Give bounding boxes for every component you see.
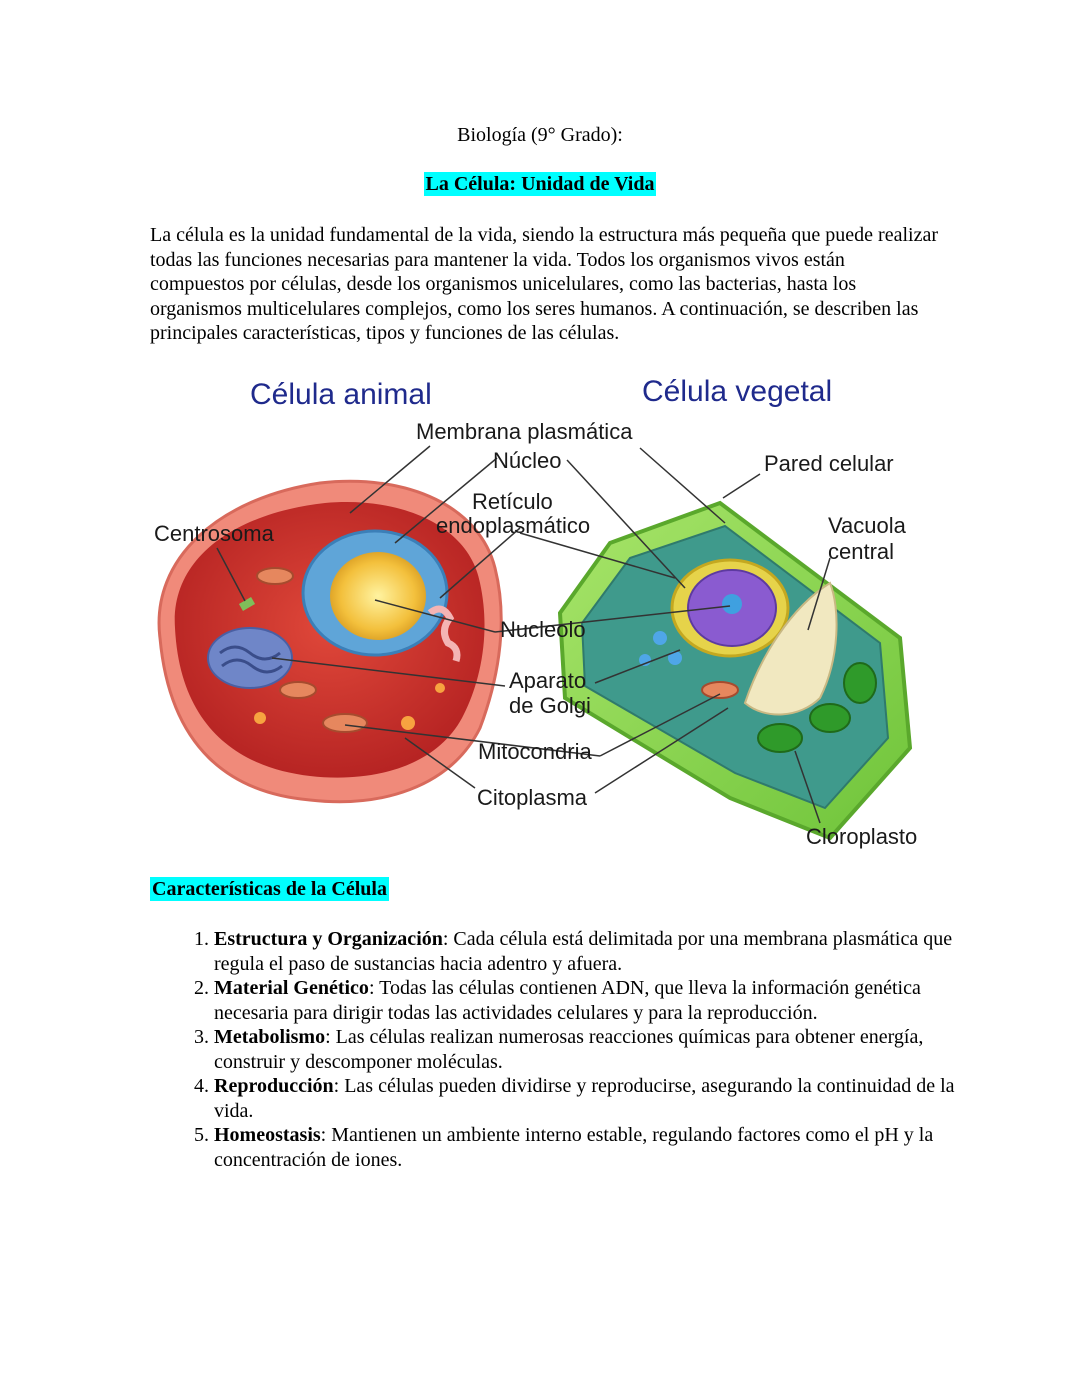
list-item: Estructura y Organización: Cada célula e… (214, 927, 984, 976)
plant-cell-title: Célula vegetal (642, 375, 832, 408)
document-subject: Biología (9° Grado): (457, 124, 623, 146)
animal-cell-illustration (157, 479, 503, 804)
document-title: La Célula: Unidad de Vida (423, 172, 657, 196)
section-heading: Características de la Célula (150, 877, 389, 901)
feature-text: : Mantienen un ambiente interno estable,… (214, 1124, 934, 1171)
label-pointers (216, 445, 831, 824)
document-title-wrapper: La Célula: Unidad de Vida (0, 172, 1080, 196)
feature-text: : Las células pueden dividirse y reprodu… (214, 1075, 955, 1122)
label-pared-celular: Pared celular (764, 451, 894, 476)
feature-term: Metabolismo (214, 1026, 326, 1048)
label-reticulo-2: endoplasmático (436, 513, 590, 538)
feature-text: : Todas las células contienen ADN, que l… (214, 977, 921, 1024)
feature-term: Reproducción (214, 1075, 334, 1097)
label-vacuola-2: central (828, 539, 894, 564)
intro-paragraph: La célula es la unidad fundamental de la… (150, 224, 938, 344)
label-membrana: Membrana plasmática (416, 419, 633, 444)
list-item: Reproducción: Las células pueden dividir… (214, 1074, 984, 1123)
animal-cell-title: Célula animal (250, 378, 432, 411)
label-centrosoma: Centrosoma (154, 521, 275, 546)
feature-term: Estructura y Organización (214, 928, 443, 950)
features-list: Estructura y Organización: Cada célula e… (170, 927, 984, 1172)
label-citoplasma: Citoplasma (477, 785, 588, 810)
feature-text: : Las células realizan numerosas reaccio… (214, 1026, 924, 1073)
list-item: Material Genético: Todas las células con… (214, 976, 984, 1025)
feature-text: : Cada célula está delimitada por una me… (214, 928, 953, 975)
label-nucleolo: Nucleolo (500, 617, 586, 642)
label-vacuola-1: Vacuola (828, 513, 907, 538)
cell-diagram-svg: Célula animal Célula vegetal Membrana pl… (154, 375, 917, 849)
label-nucleo: Núcleo (493, 448, 561, 473)
plant-cell-illustration (557, 500, 913, 841)
label-aparato-1: Aparato (509, 668, 586, 693)
feature-term: Homeostasis (214, 1124, 321, 1146)
label-cloroplasto: Cloroplasto (806, 824, 917, 849)
label-aparato-2: de Golgi (509, 693, 591, 718)
label-mitocondria: Mitocondria (478, 739, 592, 764)
cell-diagram: Célula animal Célula vegetal Membrana pl… (140, 368, 940, 858)
feature-term: Material Genético (214, 977, 369, 999)
label-reticulo-1: Retículo (472, 489, 553, 514)
section-heading-wrapper: Características de la Célula (150, 877, 389, 901)
list-item: Homeostasis: Mantienen un ambiente inter… (214, 1123, 984, 1172)
list-item: Metabolismo: Las células realizan numero… (214, 1025, 984, 1074)
